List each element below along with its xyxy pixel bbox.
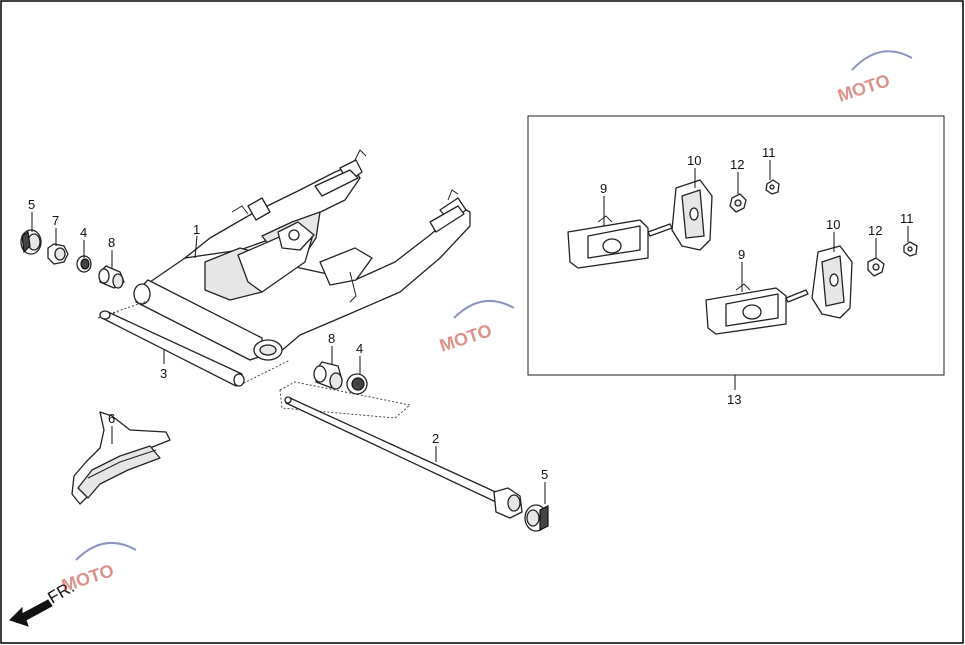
callout-13: 13 <box>727 392 741 407</box>
watermark-logo-top: MOTO <box>835 50 913 106</box>
chain-adjuster-lower <box>705 283 809 335</box>
watermark-text-middle: MOTO <box>437 320 494 356</box>
callout-5-right: 5 <box>541 467 548 482</box>
callout-6: 6 <box>108 411 115 426</box>
callout-12-upper: 12 <box>730 157 744 172</box>
callout-8-left: 8 <box>108 235 115 250</box>
callout-9-upper: 9 <box>600 181 607 196</box>
adjuster-nut-12-upper <box>729 193 747 213</box>
left-oil-seal <box>76 255 92 273</box>
callout-11-upper: 11 <box>762 145 776 160</box>
callout-11-lower: 11 <box>900 211 914 226</box>
callout-10-lower: 10 <box>826 217 840 232</box>
left-pivot-cap <box>20 229 42 255</box>
left-needle-bearing <box>98 265 125 289</box>
pivot-collar <box>99 310 245 387</box>
adjuster-nut-11-upper <box>765 179 780 195</box>
adjuster-kit-box <box>527 115 945 376</box>
chain-slider <box>71 411 171 505</box>
callout-4-right: 4 <box>356 341 363 356</box>
watermark-logo-bottom: MOTO <box>59 542 137 596</box>
leader-lines <box>31 160 909 504</box>
adjuster-nut-12-lower <box>867 257 885 277</box>
adjuster-plate-lower <box>811 245 853 319</box>
right-oil-seal <box>346 373 368 395</box>
swingarm <box>133 149 471 361</box>
callout-12-lower: 12 <box>868 223 882 238</box>
right-needle-bearing <box>313 361 343 390</box>
callout-9-lower: 9 <box>738 247 745 262</box>
callout-1: 1 <box>193 222 200 237</box>
callout-10-upper: 10 <box>687 153 701 168</box>
watermark-text-top: MOTO <box>835 70 892 106</box>
callout-7: 7 <box>52 213 59 228</box>
callout-3: 3 <box>160 366 167 381</box>
chain-adjuster-upper <box>567 215 673 269</box>
adjuster-plate-upper <box>671 179 713 251</box>
watermark-text-bottom: MOTO <box>59 560 116 596</box>
callout-8-right: 8 <box>328 331 335 346</box>
pivot-shaft <box>284 396 523 519</box>
callout-5-left: 5 <box>28 197 35 212</box>
right-pivot-cap <box>524 504 549 532</box>
watermark-logo-middle: MOTO <box>437 300 515 356</box>
callout-4-left: 4 <box>80 225 87 240</box>
front-arrow-icon <box>9 599 53 627</box>
left-pivot-nut <box>47 243 69 265</box>
adjuster-nut-11-lower <box>903 241 918 257</box>
callout-2: 2 <box>432 431 439 446</box>
